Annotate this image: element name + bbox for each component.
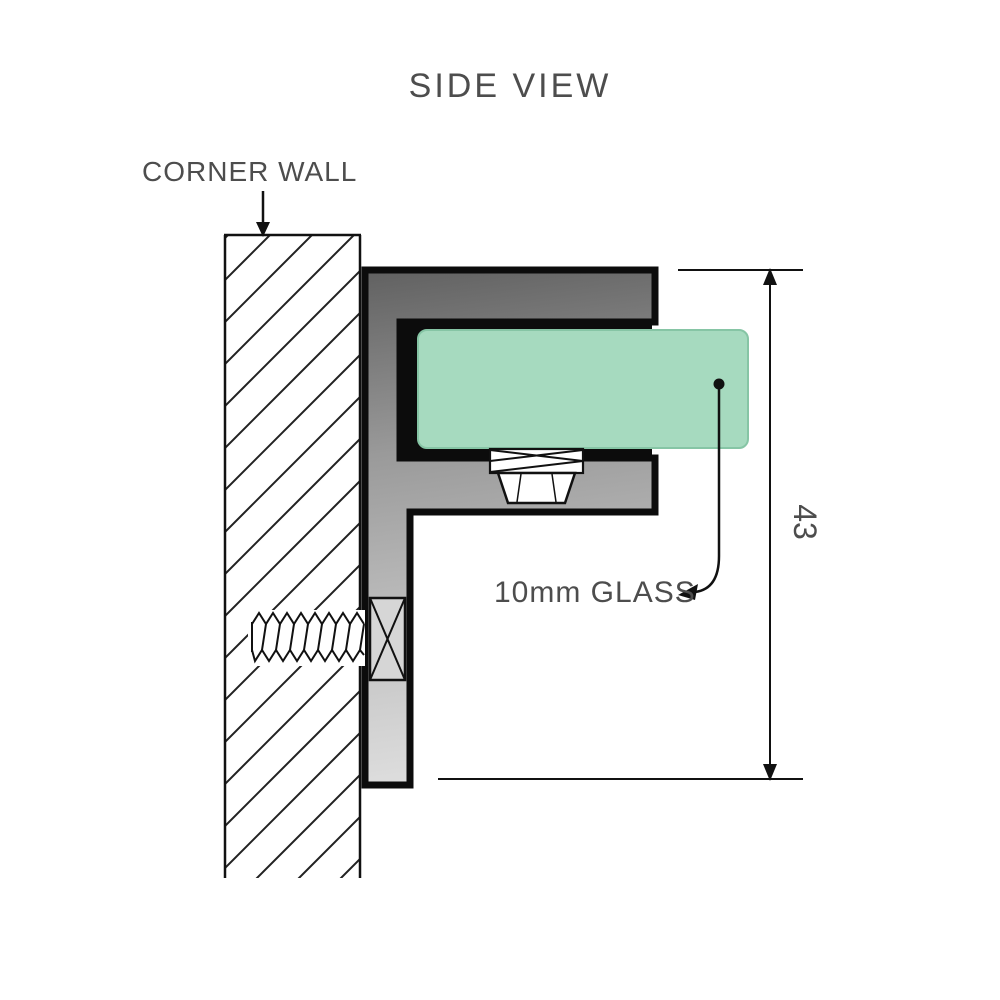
page-title: SIDE VIEW [409, 67, 612, 105]
leader-line [694, 389, 721, 594]
dimension-arrow-up-icon [763, 268, 777, 285]
corner-wall-callout: CORNER WALL [142, 156, 357, 237]
leader-dot [713, 378, 725, 390]
glass-callout: 10mm GLASS [494, 378, 725, 609]
down-arrow-icon [256, 222, 270, 237]
glass-label: 10mm GLASS [494, 576, 696, 609]
wall-hatching [225, 235, 360, 878]
wall-section [223, 233, 362, 878]
screw-head [368, 596, 407, 682]
grub-screw [488, 447, 585, 505]
bracket-profile [361, 266, 659, 789]
dimension-43: 43 [438, 268, 823, 781]
dimension-value: 43 [787, 504, 823, 540]
dimension-arrow-down-icon [763, 764, 777, 781]
leader-arrow-icon [678, 584, 698, 600]
glass-panel [417, 329, 749, 449]
wall-screw [248, 596, 407, 682]
corner-wall-label: CORNER WALL [142, 156, 357, 187]
